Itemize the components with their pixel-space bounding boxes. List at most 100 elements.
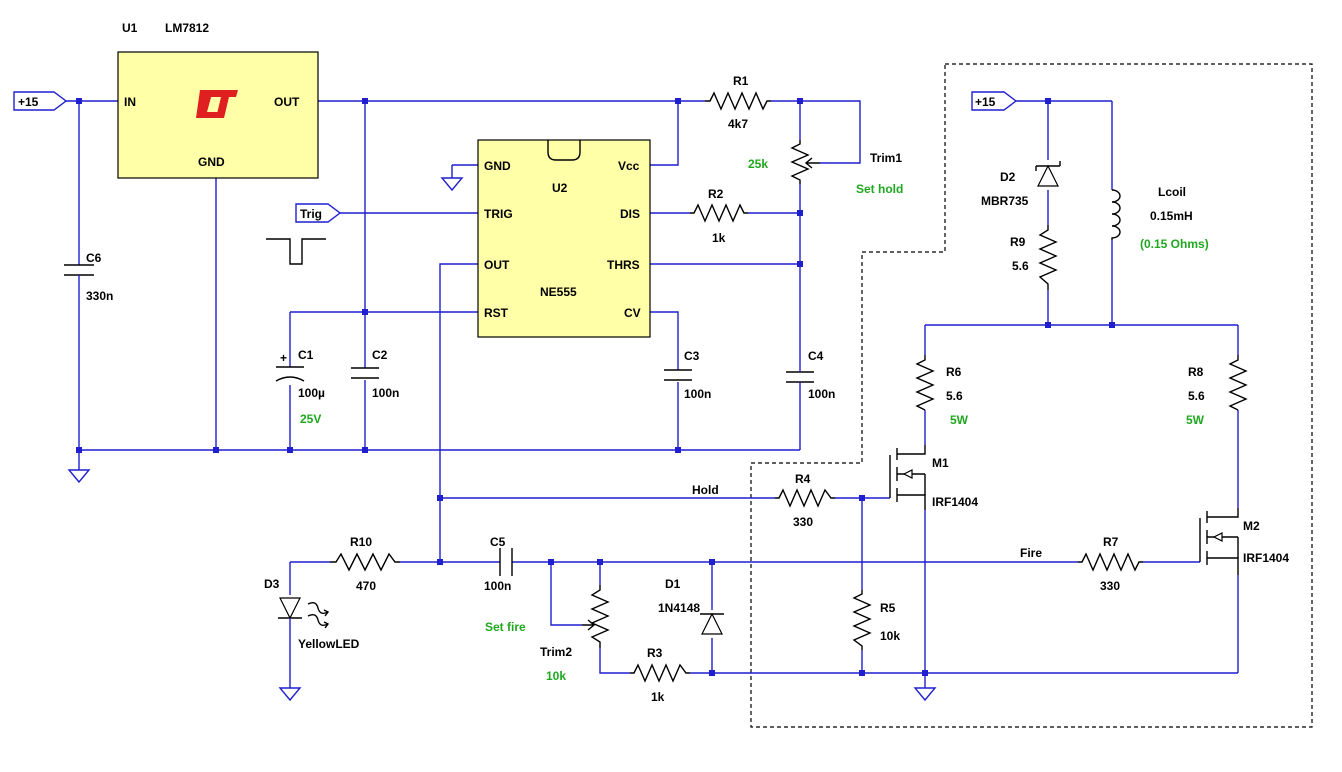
u1-pin-in: IN: [124, 95, 136, 109]
c2-value: 100n: [372, 386, 399, 400]
r7-resistor: R7 330: [1078, 535, 1143, 593]
junction-dots: [76, 98, 1115, 676]
d2-schottky-diode: D2 MBR735: [981, 161, 1061, 208]
r2-value: 1k: [712, 231, 726, 245]
r6-resistor: R6 5.6 5W: [915, 355, 969, 427]
power-stage-enclosure: [750, 63, 1313, 728]
u2-ref: U2: [552, 181, 568, 195]
wiring: [66, 100, 1239, 688]
u1-regulator: U1 LM7812 IN OUT GND: [117, 21, 319, 179]
r8-value: 5.6: [1188, 389, 1205, 403]
trim1-ref: Trim1: [870, 151, 902, 165]
r1-resistor: R1 4k7: [705, 74, 771, 131]
m1-mosfet: M1 IRF1404: [889, 445, 978, 510]
c3-value: 100n: [684, 387, 711, 401]
u1-ref: U1: [122, 21, 138, 35]
r8-resistor: R8 5.6 5W: [1186, 355, 1248, 427]
c4-value: 100n: [808, 387, 835, 401]
u2-pin-out: OUT: [484, 258, 510, 272]
d2-part: MBR735: [981, 194, 1029, 208]
r5-value: 10k: [880, 629, 900, 643]
r8-rating: 5W: [1186, 413, 1205, 427]
c4-ref: C4: [808, 349, 824, 363]
r2-resistor: R2 1k: [690, 187, 748, 245]
u2-pin-vcc: Vcc: [618, 159, 640, 173]
net-label-hold: Hold: [692, 483, 719, 497]
c1-rating: 25V: [300, 412, 321, 426]
u2-part: NE555: [540, 285, 577, 299]
r5-ref: R5: [880, 601, 896, 615]
c2-capacitor: C2 100n: [351, 348, 399, 400]
u2-pin-gnd: GND: [484, 159, 511, 173]
r3-resistor: R3 1k: [630, 646, 690, 704]
d3-ref: D3: [264, 577, 280, 591]
r6-value: 5.6: [946, 389, 963, 403]
c6-capacitor: C6 330n: [64, 251, 113, 303]
r5-resistor: R5 10k: [852, 590, 900, 650]
light-emission-icon: [307, 601, 330, 629]
u1-pin-out: OUT: [274, 95, 300, 109]
m2-part: IRF1404: [1243, 551, 1289, 565]
trim1-note: Set hold: [856, 182, 903, 196]
r6-ref: R6: [946, 365, 962, 379]
r3-ref: R3: [647, 646, 663, 660]
d3-part: YellowLED: [298, 637, 360, 651]
r4-resistor: R4 330: [775, 472, 835, 529]
c1-capacitor: + C1 100µ 25V: [275, 348, 325, 426]
m2-ref: M2: [1243, 519, 1260, 533]
r4-ref: R4: [795, 472, 811, 486]
trim1-potentiometer: Trim1 25k Set hold: [748, 140, 903, 196]
u2-pin-trig: TRIG: [484, 207, 513, 221]
c1-ref: C1: [298, 348, 314, 362]
port-vin-right-label: +15: [975, 95, 996, 109]
trim2-ref: Trim2: [540, 645, 572, 659]
u1-pin-gnd: GND: [198, 155, 225, 169]
r9-ref: R9: [1010, 235, 1026, 249]
d2-ref: D2: [1000, 170, 1016, 184]
trim2-potentiometer: Trim2 10k Set fire: [485, 585, 610, 683]
port-vin-left: +15: [13, 91, 68, 111]
trim1-value: 25k: [748, 157, 768, 171]
lcoil-value: 0.15mH: [1150, 209, 1193, 223]
port-vin-left-label: +15: [18, 95, 39, 109]
r4-value: 330: [793, 515, 813, 529]
d1-ref: D1: [665, 577, 681, 591]
ground-symbol-icon: [67, 177, 937, 702]
net-label-fire: Fire: [1020, 546, 1042, 560]
r3-value: 1k: [651, 690, 665, 704]
m1-part: IRF1404: [932, 495, 978, 509]
r2-ref: R2: [708, 187, 724, 201]
r7-ref: R7: [1103, 535, 1119, 549]
u2-pin-cv: CV: [624, 306, 641, 320]
m2-mosfet: M2 IRF1404: [1199, 508, 1289, 575]
r10-resistor: R10 470: [330, 535, 400, 593]
d1-part: 1N4148: [658, 601, 700, 615]
u2-pin-rst: RST: [484, 306, 509, 320]
trim2-note: Set fire: [485, 620, 526, 634]
r6-rating: 5W: [950, 413, 969, 427]
c3-capacitor: C3 100n: [664, 349, 711, 401]
c6-ref: C6: [86, 251, 102, 265]
r10-ref: R10: [350, 535, 372, 549]
lcoil-note: (0.15 Ohms): [1140, 237, 1209, 251]
port-trig-label: Trig: [300, 207, 322, 221]
r9-value: 5.6: [1012, 259, 1029, 273]
c6-value: 330n: [86, 289, 113, 303]
c5-ref: C5: [490, 535, 506, 549]
d1-diode: D1 1N4148: [658, 577, 724, 635]
u2-timer: U2 NE555 GND Vcc TRIG DIS OUT THRS RST C…: [477, 139, 651, 338]
u1-part: LM7812: [165, 21, 209, 35]
lcoil-ref: Lcoil: [1158, 185, 1186, 199]
u2-pin-dis: DIS: [620, 207, 640, 221]
u2-pin-thrs: THRS: [607, 258, 640, 272]
trim2-value: 10k: [546, 669, 566, 683]
c1-plus: +: [280, 351, 287, 365]
r1-ref: R1: [733, 74, 749, 88]
c4-capacitor: C4 100n: [786, 349, 835, 401]
r10-value: 470: [356, 579, 376, 593]
linear-technology-logo-icon: [196, 90, 238, 118]
r9-resistor: R9 5.6: [1010, 225, 1058, 290]
trigger-pulse-icon: [266, 238, 326, 265]
m1-ref: M1: [932, 456, 949, 470]
